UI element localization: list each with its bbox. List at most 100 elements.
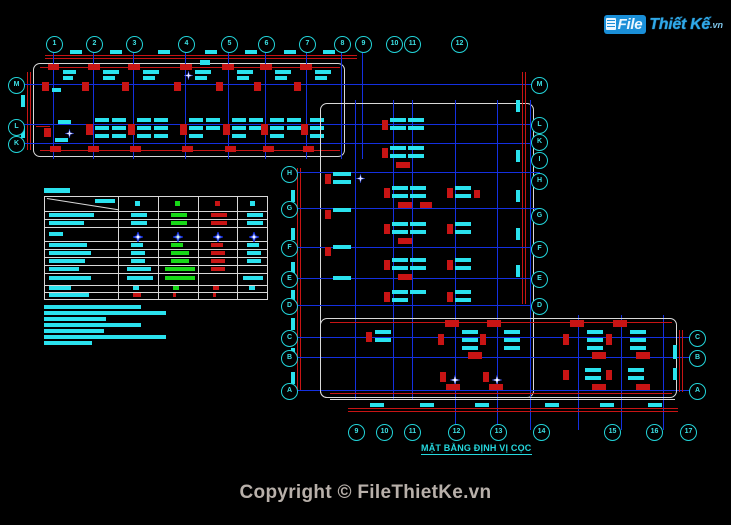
pile-annotation bbox=[410, 186, 426, 190]
pile-cap bbox=[420, 202, 432, 208]
site-logo[interactable]: File Thiết Kế .vn bbox=[603, 11, 723, 38]
grid-bubble-top[interactable]: 10 bbox=[386, 36, 403, 53]
grid-bubble-top[interactable]: 4 bbox=[178, 36, 195, 53]
grid-bubble-right[interactable]: E bbox=[531, 271, 548, 288]
grid-bubble-top[interactable]: 11 bbox=[404, 36, 421, 53]
grid-bubble-midleft[interactable]: D bbox=[281, 298, 298, 315]
grid-bubble-right-lower[interactable]: A bbox=[689, 383, 706, 400]
pile-annotation bbox=[154, 126, 168, 130]
grid-bubble-right[interactable]: F bbox=[531, 241, 548, 258]
pile-annotation bbox=[455, 258, 471, 262]
dim-line-mid-left bbox=[300, 168, 301, 390]
pile-annotation bbox=[63, 70, 76, 74]
pile-annotation bbox=[112, 134, 126, 138]
grid-bubble-top[interactable]: 8 bbox=[334, 36, 351, 53]
pile-cap bbox=[303, 146, 314, 152]
grid-bubble-top[interactable]: 1 bbox=[46, 36, 63, 53]
table-cell-text bbox=[49, 243, 87, 247]
pile-cap bbox=[180, 64, 192, 70]
grid-bubble-left[interactable]: K bbox=[8, 136, 25, 153]
grid-bubble-bottom[interactable]: 15 bbox=[604, 424, 621, 441]
note-line bbox=[44, 329, 104, 333]
grid-bubble-midleft[interactable]: H bbox=[281, 166, 298, 183]
pile-annotation bbox=[392, 290, 408, 294]
note-line bbox=[44, 323, 141, 327]
grid-bubble-right[interactable]: K bbox=[531, 134, 548, 151]
pile-cap bbox=[260, 64, 272, 70]
grid-bubble-bottom[interactable]: 16 bbox=[646, 424, 663, 441]
grid-bubble-bottom[interactable]: 11 bbox=[404, 424, 421, 441]
pile-cap bbox=[447, 260, 453, 270]
grid-bubble-right-lower[interactable]: B bbox=[689, 350, 706, 367]
logo-thietke-text: Thiết Kế bbox=[649, 15, 710, 33]
dim-line-far-right-2 bbox=[679, 330, 680, 392]
pile-annotation bbox=[103, 76, 115, 80]
grid-bubble-top[interactable]: 3 bbox=[126, 36, 143, 53]
grid-bubble-top[interactable]: 7 bbox=[299, 36, 316, 53]
table-cell-text bbox=[171, 259, 189, 263]
grid-bubble-bottom[interactable]: 12 bbox=[448, 424, 465, 441]
grid-bubble-midleft[interactable]: G bbox=[281, 201, 298, 218]
grid-bubble-midleft[interactable]: C bbox=[281, 330, 298, 347]
grid-bubble-bottom[interactable]: 10 bbox=[376, 424, 393, 441]
grid-bubble-right[interactable]: H bbox=[531, 173, 548, 190]
grid-bubble-midleft[interactable]: B bbox=[281, 350, 298, 367]
pile-annotation bbox=[333, 172, 351, 176]
grid-bubble-left[interactable]: M bbox=[8, 77, 25, 94]
grid-bubble-midleft[interactable]: F bbox=[281, 240, 298, 257]
grid-bubble-midleft[interactable]: E bbox=[281, 271, 298, 288]
grid-bubble-right[interactable]: G bbox=[531, 208, 548, 225]
table-cell-text bbox=[211, 259, 225, 263]
grid-line-h bbox=[20, 124, 540, 125]
pile-annotation bbox=[206, 126, 220, 130]
grid-bubble-bottom[interactable]: 14 bbox=[533, 424, 550, 441]
dim-text bbox=[21, 95, 25, 107]
grid-bubble-bottom[interactable]: 9 bbox=[348, 424, 365, 441]
pile-cap bbox=[474, 190, 480, 198]
pile-annotation bbox=[390, 146, 406, 150]
pile-symbol-icon bbox=[183, 67, 194, 81]
pile-annotation bbox=[455, 290, 471, 294]
grid-bubble-midleft[interactable]: A bbox=[281, 383, 298, 400]
table-row bbox=[45, 249, 267, 258]
grid-bubble-right[interactable]: D bbox=[531, 298, 548, 315]
table-cell-text bbox=[127, 276, 153, 280]
pile-annotation bbox=[375, 338, 391, 342]
grid-bubble-top[interactable]: 6 bbox=[258, 36, 275, 53]
table-cell-text bbox=[49, 251, 91, 255]
pile-cap bbox=[396, 162, 410, 168]
pile-annotation bbox=[390, 118, 406, 122]
grid-bubble-right[interactable]: I bbox=[531, 152, 548, 169]
grid-line-v bbox=[393, 100, 394, 400]
pile-annotation bbox=[189, 134, 203, 138]
pile-annotation bbox=[232, 118, 246, 122]
pile-cap bbox=[216, 82, 223, 91]
pile-annotation bbox=[112, 118, 126, 122]
table-cell-text bbox=[165, 276, 195, 280]
grid-bubble-top[interactable]: 2 bbox=[86, 36, 103, 53]
grid-bubble-right[interactable]: M bbox=[531, 77, 548, 94]
pile-cap bbox=[261, 124, 268, 135]
pile-cap bbox=[636, 352, 650, 359]
table-column-divider bbox=[198, 197, 199, 299]
dim-text bbox=[545, 403, 559, 407]
grid-bubble-bottom[interactable]: 13 bbox=[490, 424, 507, 441]
table-cell-text bbox=[133, 293, 141, 297]
grid-bubble-top[interactable]: 12 bbox=[451, 36, 468, 53]
grid-bubble-top[interactable]: 5 bbox=[221, 36, 238, 53]
pile-annotation bbox=[408, 154, 424, 158]
grid-bubble-top[interactable]: 9 bbox=[355, 36, 372, 53]
grid-bubble-bottom[interactable]: 17 bbox=[680, 424, 697, 441]
pile-annotation bbox=[504, 330, 520, 334]
pile-annotation bbox=[375, 330, 391, 334]
grid-bubble-right-lower[interactable]: C bbox=[689, 330, 706, 347]
grid-bubble-left[interactable]: L bbox=[8, 119, 25, 136]
pile-cap bbox=[440, 372, 446, 382]
beam-line bbox=[330, 322, 672, 323]
table-cell-text bbox=[249, 286, 255, 290]
pile-cap bbox=[130, 146, 141, 152]
grid-bubble-right[interactable]: L bbox=[531, 117, 548, 134]
pile-cap bbox=[636, 384, 650, 390]
pile-annotation bbox=[408, 146, 424, 150]
pile-annotation bbox=[504, 338, 520, 342]
